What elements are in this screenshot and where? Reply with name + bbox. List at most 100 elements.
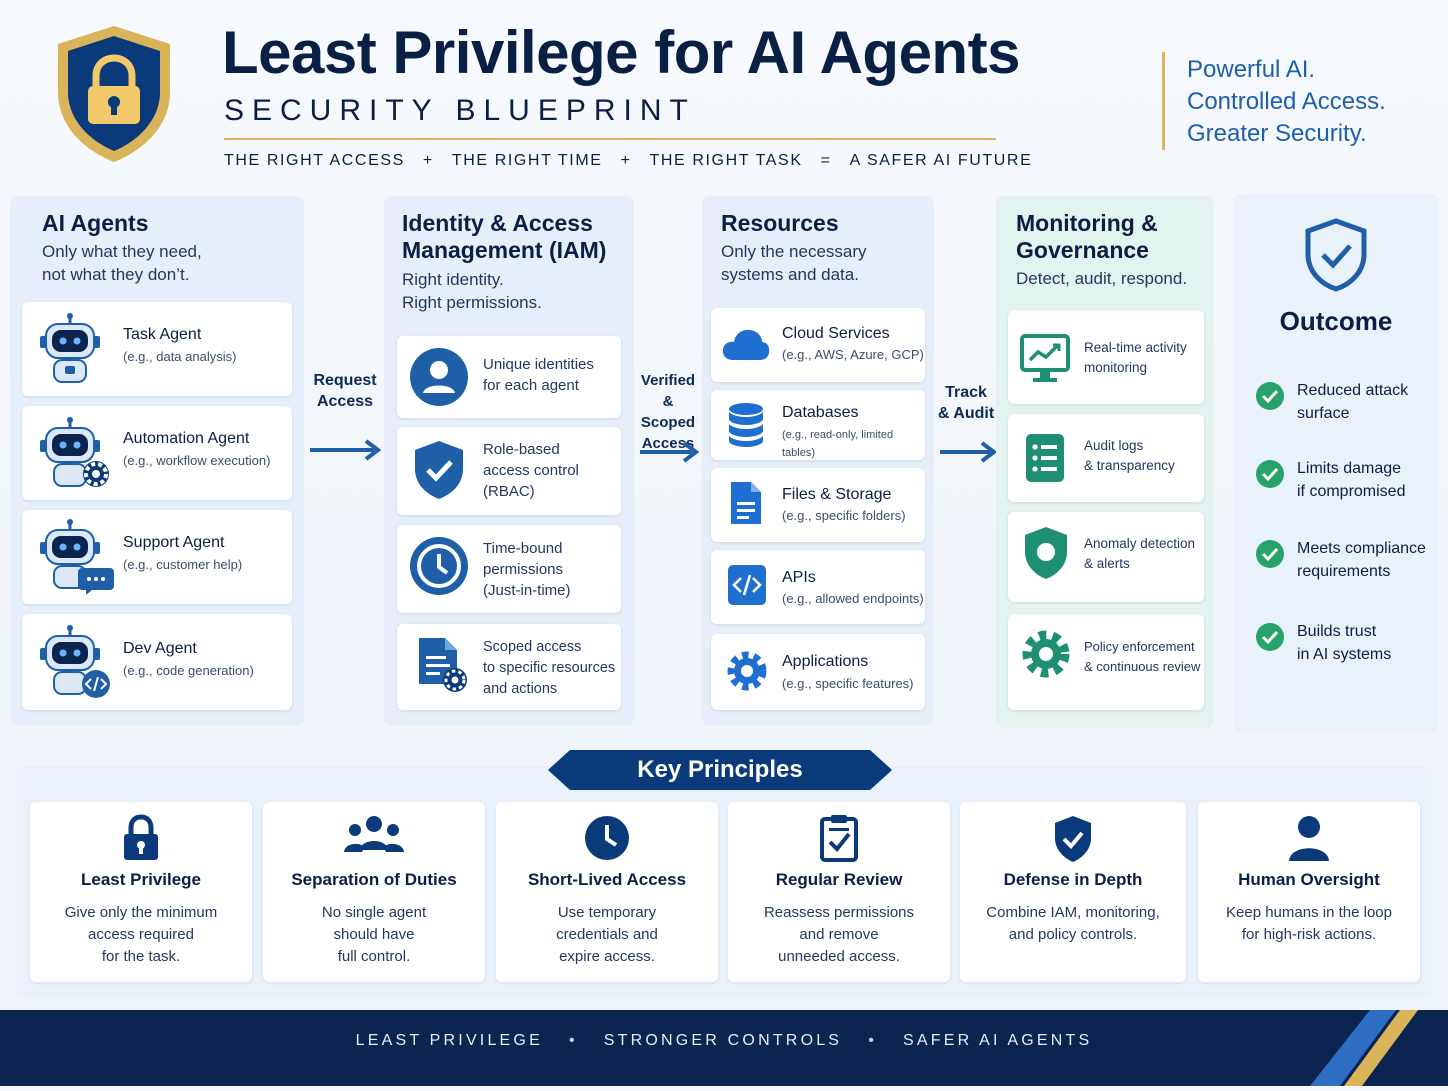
desc-line: Keep humans in the loop: [1226, 904, 1392, 921]
arrow-right-icon: [640, 440, 700, 469]
resource-card-applications[interactable]: Applications (e.g., specific features): [711, 634, 925, 710]
equation-term: A SAFER AI FUTURE: [849, 152, 1033, 169]
text-line: Policy enforcement: [1084, 639, 1195, 654]
title-line: Management (IAM): [402, 237, 607, 263]
outcome-line: Limits damage: [1297, 460, 1402, 477]
agent-card-support[interactable]: Support Agent (e.g., customer help): [22, 510, 292, 604]
tagline: Powerful AI. Controlled Access. Greater …: [1187, 54, 1386, 150]
principle-card-separation: Separation of Duties No single agent sho…: [263, 802, 485, 982]
desc-line: and policy controls.: [1008, 926, 1138, 943]
resource-card-cloud[interactable]: Cloud Services (e.g., AWS, Azure, GCP): [711, 308, 925, 382]
agent-card-task[interactable]: Task Agent (e.g., data analysis): [22, 302, 292, 396]
equation-term: THE RIGHT ACCESS: [224, 152, 405, 169]
agent-card-dev[interactable]: Dev Agent (e.g., code generation): [22, 614, 292, 710]
text-line: permissions: [483, 561, 564, 578]
agent-desc: (e.g., code generation): [123, 663, 254, 678]
resource-card-databases[interactable]: Databases (e.g., read-only, limited tabl…: [711, 390, 925, 460]
footer-item: STRONGER CONTROLS: [603, 1032, 843, 1049]
key-principles-panel: [16, 766, 1432, 996]
desc-line: Reassess permissions: [763, 904, 915, 921]
robot-gear-icon: [36, 416, 116, 495]
text-line: Anomaly detection: [1084, 536, 1196, 551]
outcome-line: if compromised: [1297, 483, 1406, 500]
principle-title: Defense in Depth: [1003, 870, 1143, 889]
check-circle-icon: [1255, 539, 1285, 574]
document-gear-icon: [415, 634, 471, 701]
principle-desc: Combine IAM, monitoring, and policy cont…: [960, 902, 1186, 946]
desc-line: full control.: [337, 948, 411, 965]
flow-line: & Scoped: [640, 393, 696, 431]
text-line: & continuous review: [1084, 659, 1201, 674]
iam-subtitle: Right identity. Right permissions.: [402, 268, 542, 314]
desc-line: and remove: [799, 926, 879, 943]
outcome-line: Reduced attack: [1297, 382, 1409, 399]
flow-label-verified: Verified & Scoped Access: [634, 370, 702, 454]
subtitle-line: systems and data.: [721, 265, 859, 284]
footer-bar: [0, 1010, 1448, 1086]
flow-line: Access: [316, 393, 374, 410]
flow-line: Track: [945, 384, 987, 401]
desc-line: Give only the minimum: [64, 904, 218, 921]
tagline-line: Powerful AI.: [1187, 56, 1316, 83]
desc-line: Use temporary: [557, 904, 657, 921]
agent-name: Automation Agent: [123, 430, 250, 447]
resource-desc: (e.g., specific features): [782, 676, 914, 691]
equation-operator: +: [422, 152, 434, 169]
equation-operator: +: [620, 152, 632, 169]
iam-title: Identity & Access Management (IAM): [402, 210, 606, 264]
page-subtitle: SECURITY BLUEPRINT: [224, 94, 696, 127]
monitoring-card-policy[interactable]: Policy enforcement & continuous review: [1008, 614, 1204, 710]
key-principles-banner: [548, 750, 892, 790]
shield-check-icon: [411, 439, 467, 506]
shield-check-icon: [1052, 814, 1094, 869]
text-line: (Just-in-time): [483, 582, 571, 599]
flow-line: Access: [641, 435, 695, 452]
robot-chat-icon: [36, 518, 116, 599]
clock-icon: [409, 536, 469, 601]
monitor-chart-icon: [1020, 334, 1070, 389]
flow-line: Request: [313, 372, 377, 389]
text-line: to specific resources: [483, 660, 616, 676]
resource-card-apis[interactable]: APIs (e.g., allowed endpoints): [711, 550, 925, 624]
desc-line: should have: [333, 926, 415, 943]
monitoring-card-anomaly[interactable]: Anomaly detection & alerts: [1008, 512, 1204, 602]
database-icon: [727, 402, 765, 453]
resource-card-files[interactable]: Files & Storage (e.g., specific folders): [711, 468, 925, 542]
text-line: Audit logs: [1084, 438, 1144, 453]
footer-accent-stripes: [1300, 1010, 1448, 1091]
iam-card-time-bound[interactable]: Time-bound permissions (Just-in-time): [397, 525, 621, 613]
ai-agents-subtitle: Only what they need, not what they don’t…: [42, 240, 202, 286]
text-line: for each agent: [483, 377, 579, 394]
text-line: (RBAC): [483, 483, 535, 500]
iam-item-text: Scoped access to specific resources and …: [483, 637, 615, 700]
key-principles-title: Key Principles: [637, 756, 803, 783]
agent-name: Dev Agent: [123, 640, 197, 657]
principle-title: Regular Review: [775, 870, 903, 889]
tagline-line: Controlled Access.: [1187, 88, 1386, 115]
cloud-icon: [721, 326, 771, 367]
gear-icon: [725, 649, 769, 698]
resource-name: Files & Storage: [782, 486, 892, 503]
footer-separator: •: [868, 1032, 877, 1049]
principle-title: Short-Lived Access: [527, 870, 687, 889]
footer-item: LEAST PRIVILEGE: [355, 1032, 543, 1049]
clock-icon: [583, 814, 631, 867]
iam-card-rbac[interactable]: Role-based access control (RBAC): [397, 427, 621, 515]
principle-desc: Keep humans in the loop for high-risk ac…: [1198, 902, 1420, 946]
monitoring-item-text: Anomaly detection & alerts: [1084, 534, 1195, 574]
desc-line: Combine IAM, monitoring,: [986, 904, 1160, 921]
monitoring-card-realtime[interactable]: Real-time activity monitoring: [1008, 310, 1204, 404]
agent-card-automation[interactable]: Automation Agent (e.g., workflow executi…: [22, 406, 292, 500]
desc-line: unneeded access.: [778, 948, 900, 965]
gear-icon: [1020, 628, 1072, 685]
arrow-right-icon: [310, 438, 382, 467]
iam-card-scoped[interactable]: Scoped access to specific resources and …: [397, 624, 621, 710]
iam-card-identities[interactable]: Unique identities for each agent: [397, 336, 621, 418]
monitoring-card-audit[interactable]: Audit logs & transparency: [1008, 414, 1204, 502]
file-icon: [729, 480, 763, 531]
desc-line: for the task.: [101, 948, 181, 965]
principle-desc: Reassess permissions and remove unneeded…: [728, 902, 950, 968]
outcome-line: in AI systems: [1297, 646, 1392, 663]
robot-code-icon: [36, 624, 116, 705]
person-icon: [1287, 814, 1331, 867]
